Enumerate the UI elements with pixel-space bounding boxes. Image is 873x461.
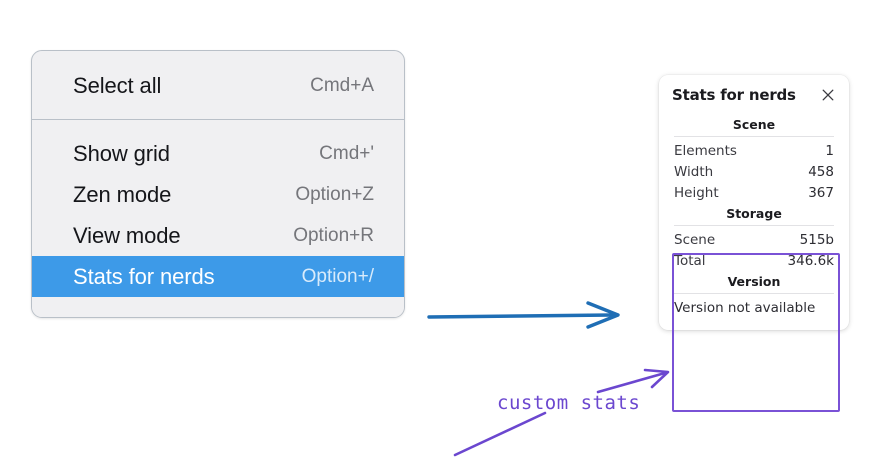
menu-item-show-grid[interactable]: Show grid Cmd+' — [32, 133, 404, 174]
section-divider — [674, 136, 834, 137]
stat-value: 346.6k — [787, 252, 834, 269]
context-menu-group-1: Select all Cmd+A — [32, 51, 404, 119]
menu-item-stats-for-nerds[interactable]: Stats for nerds Option+/ — [32, 256, 404, 297]
version-status-text: Version not available — [674, 300, 816, 316]
stat-value: 458 — [808, 163, 834, 180]
custom-stats-annotation-label: custom stats — [497, 392, 641, 414]
menu-item-shortcut: Option+Z — [295, 183, 374, 205]
section-title-version: Version — [727, 274, 781, 289]
stat-key: Elements — [674, 142, 737, 159]
menu-item-shortcut: Cmd+A — [310, 74, 374, 96]
menu-item-label: Select all — [73, 72, 162, 98]
menu-item-view-mode[interactable]: View mode Option+R — [32, 215, 404, 256]
menu-item-shortcut: Option+R — [293, 224, 374, 246]
stat-value: 367 — [808, 184, 834, 201]
menu-item-label: Show grid — [73, 140, 170, 166]
purple-arrow-to-version — [596, 368, 670, 394]
menu-item-zen-mode[interactable]: Zen mode Option+Z — [32, 174, 404, 215]
menu-separator — [32, 119, 404, 120]
stat-value: 1 — [825, 142, 834, 159]
stats-section-scene: Scene Elements 1 Width 458 Height 367 — [672, 114, 836, 203]
menu-item-shortcut: Cmd+' — [319, 142, 374, 164]
stats-panel-header: Stats for nerds — [672, 86, 836, 104]
stat-key: Total — [674, 252, 706, 269]
section-title-storage: Storage — [726, 206, 782, 221]
stat-value: 515b — [799, 231, 834, 248]
stat-row-width: Width 458 — [672, 161, 836, 182]
menu-item-label: View mode — [73, 222, 181, 248]
stats-section-version: Version Version not available — [672, 271, 836, 317]
stat-row-height: Height 367 — [672, 182, 836, 203]
context-menu[interactable]: Select all Cmd+A Show grid Cmd+' Zen mod… — [31, 50, 405, 318]
menu-item-select-all[interactable]: Select all Cmd+A — [32, 65, 404, 106]
menu-item-label: Stats for nerds — [73, 263, 215, 289]
stats-panel-title: Stats for nerds — [672, 86, 796, 104]
menu-item-label: Zen mode — [73, 181, 172, 207]
stats-section-storage: Storage Scene 515b Total 346.6k — [672, 203, 836, 271]
menu-item-shortcut: Option+/ — [301, 265, 374, 287]
stat-row-scene-storage: Scene 515b — [672, 229, 836, 250]
context-menu-footer — [32, 297, 404, 317]
section-title-scene: Scene — [732, 117, 776, 132]
stat-key: Scene — [674, 231, 716, 248]
section-divider — [674, 293, 834, 294]
stat-key: Height — [674, 184, 719, 201]
close-icon[interactable] — [820, 87, 836, 103]
stat-row-total-storage: Total 346.6k — [672, 250, 836, 271]
stat-row-elements: Elements 1 — [672, 140, 836, 161]
purple-underline-stroke — [453, 411, 547, 457]
stat-key: Width — [674, 163, 714, 180]
section-divider — [674, 225, 834, 226]
context-menu-group-2: Show grid Cmd+' Zen mode Option+Z View m… — [32, 120, 404, 297]
stats-for-nerds-panel[interactable]: Stats for nerds Scene Elements 1 Width 4… — [659, 75, 849, 330]
blue-arrow-annotation — [427, 301, 620, 329]
